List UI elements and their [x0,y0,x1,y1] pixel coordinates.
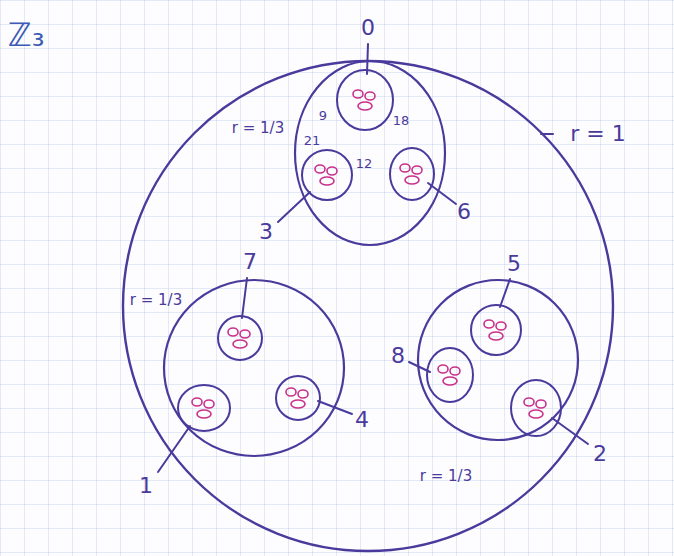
point-label: 4 [355,408,369,432]
circle-outline [390,148,434,200]
circle-region: 8 [427,348,473,402]
circle-region: r = 1/3036 [295,61,445,245]
circle-region: r = 1/3741 [164,280,344,456]
circle-outline [276,376,320,420]
circle-region: 5 [471,305,521,355]
point-label: 0 [361,16,375,40]
circle-outline [218,316,262,360]
point-label: 8 [391,344,405,368]
circle-region: 0 [337,70,393,130]
point-label: r = 1 [570,122,625,146]
point-label: 7 [243,250,257,274]
circle-region: r = 1/3582 [418,280,578,440]
sub-label: 9 [319,109,327,123]
circle-region: r = 1r = 1/3036r = 1/3741r = 1/3582 [123,61,613,551]
point-label: 3 [259,220,273,244]
circle-outline [164,280,344,456]
point-label: 5 [507,252,521,276]
circle-outline [123,61,613,551]
circle-region: 3 [302,150,352,200]
sub-label: 12 [356,157,373,171]
point-label: 6 [457,200,471,224]
circle-outline [511,380,561,436]
circle-region: 1 [178,385,230,431]
circle-outline [302,150,352,200]
circle-region: 4 [276,376,320,420]
circle-outline [337,70,393,130]
circle-region: 6 [390,148,434,200]
point-label: r = 1/3 [130,292,182,309]
circle-outline [471,305,521,355]
sub-label: 18 [393,114,410,128]
point-label: r = 1/3 [232,120,284,137]
point-label: 1 [139,474,153,498]
circle-outline [418,280,578,440]
circle-region: 2 [511,380,561,436]
title: ℤ₃ [8,18,45,53]
point-label: 2 [593,442,607,466]
circle-outline [427,348,473,402]
circle-outline [295,61,445,245]
circle-region: 7 [218,316,262,360]
tiny-balls [192,90,546,418]
point-label: r = 1/3 [420,468,472,485]
circle-outline [178,385,230,431]
sub-label: 21 [304,134,321,148]
